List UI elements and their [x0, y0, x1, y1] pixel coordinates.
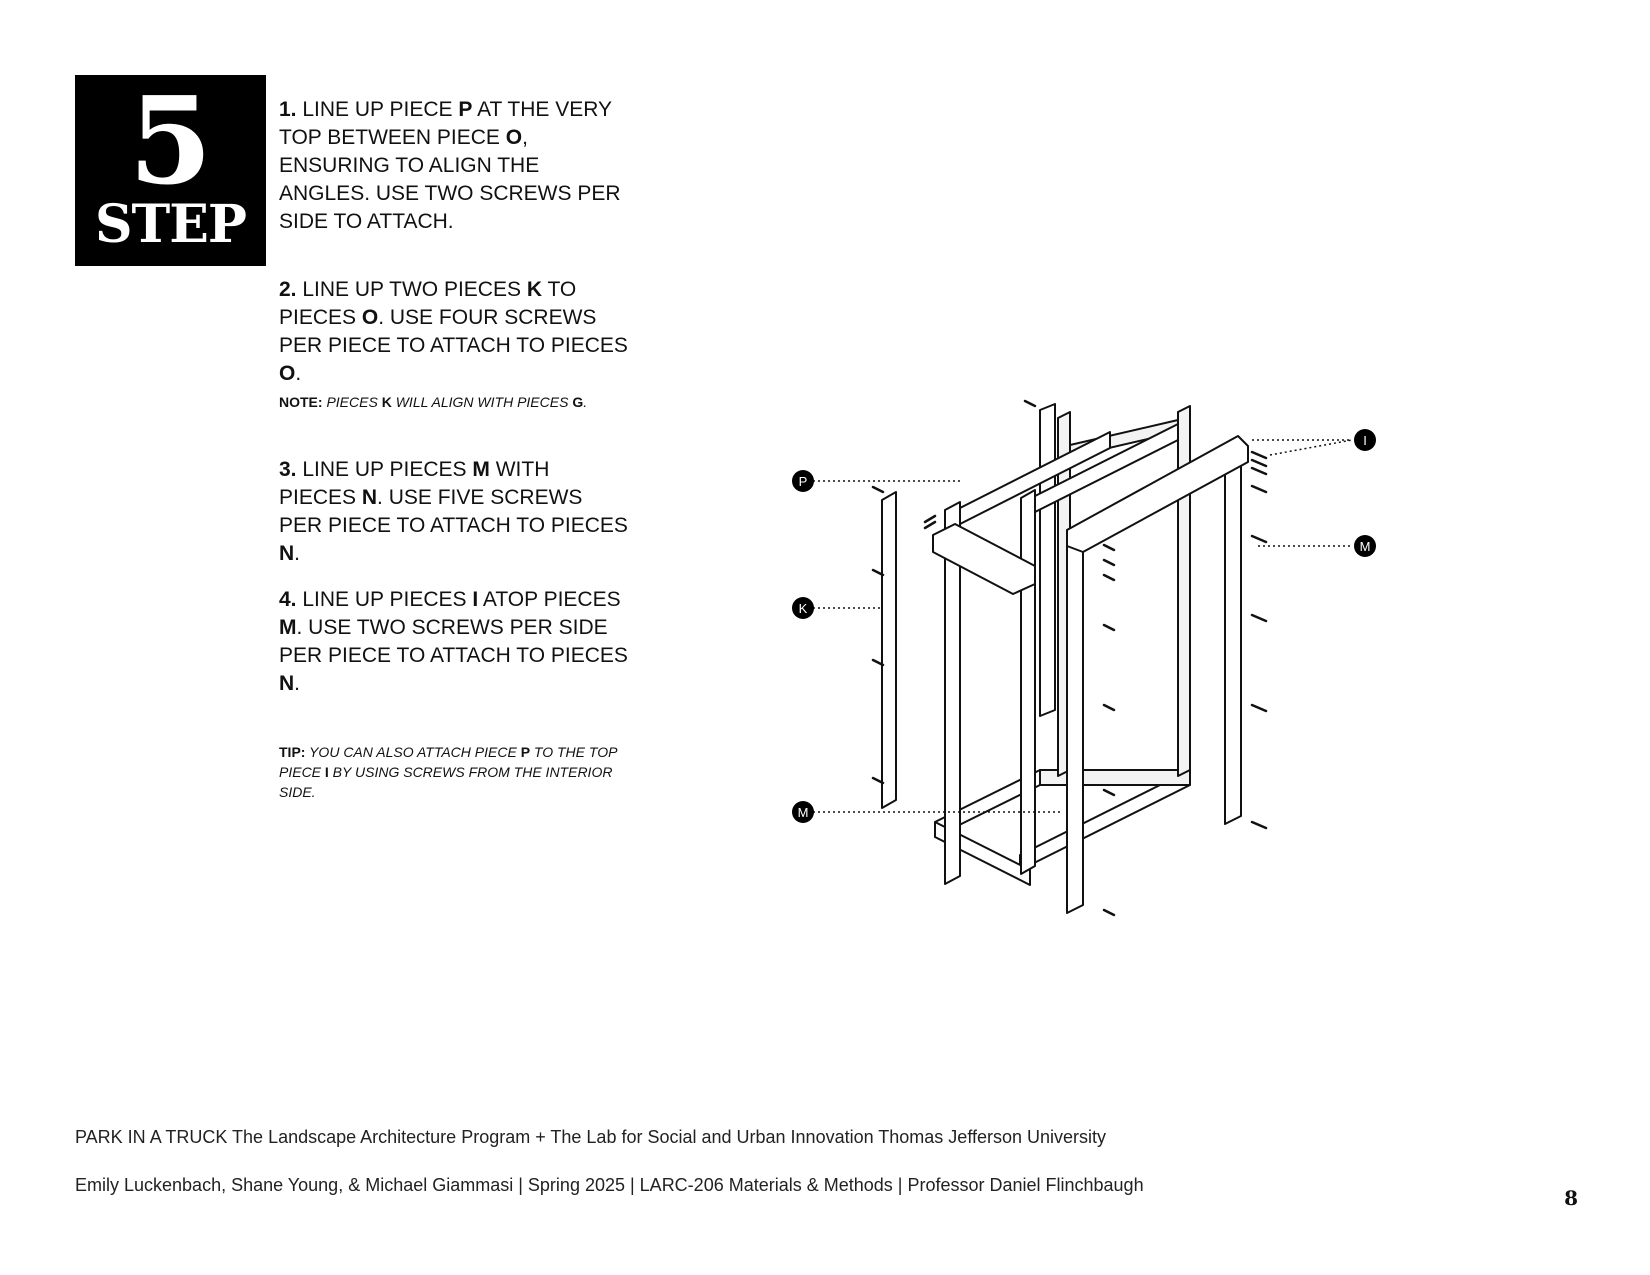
callout-m-right-label: M: [1360, 539, 1371, 554]
note-piece-k: K: [381, 394, 392, 410]
piece-p: [932, 523, 1036, 595]
step-2-text-d: .: [295, 362, 302, 385]
callout-leaders: [813, 439, 1353, 813]
step-4-text-d: .: [294, 672, 301, 695]
note-lead: NOTE:: [279, 394, 323, 410]
screw-marks: [871, 399, 1268, 917]
callout-i-label: I: [1363, 433, 1367, 448]
assembly-diagram: P K M I M: [792, 399, 1376, 917]
piece-n-front: [1066, 521, 1084, 914]
callout-i: I: [1354, 429, 1376, 451]
tip-text: TIP: YOU CAN ALSO ATTACH PIECE P TO THE …: [279, 742, 629, 802]
step-1-text-a: LINE UP PIECE: [302, 98, 459, 121]
page-number: 8: [1564, 1186, 1578, 1210]
step-4-piece-n: N: [279, 672, 295, 695]
footer-line-2: Emily Luckenbach, Shane Young, & Michael…: [75, 1175, 1144, 1195]
step-3-piece-n-2: N: [279, 542, 295, 565]
step-2-piece-k: K: [526, 278, 542, 301]
note-piece-g: G: [572, 394, 584, 410]
step-3-text-b: WITH PIECES: [279, 458, 550, 509]
callout-k-label: K: [799, 601, 808, 616]
callout-k: K: [792, 597, 814, 619]
step-word: STEP: [95, 194, 247, 255]
step-2-number: 2.: [279, 278, 297, 301]
step-1-piece-o: O: [505, 126, 523, 149]
step-4-piece-m: M: [279, 616, 297, 639]
front-post-left: [944, 501, 961, 885]
step-badge: 5 STEP: [75, 75, 266, 266]
note-text-a: PIECES: [322, 394, 382, 410]
step-3-piece-m: M: [472, 458, 490, 481]
footer-line-1: PARK IN A TRUCK The Landscape Architectu…: [75, 1127, 1107, 1147]
piece-i-top: [1066, 435, 1249, 553]
tip-text-c: BY USING SCREWS FROM THE INTERIOR SIDE.: [279, 764, 613, 800]
note-text-c: .: [583, 394, 588, 410]
step-4-text-c: . USE TWO SCREWS PER SIDE PER PIECE TO A…: [279, 616, 628, 667]
callout-m-left: M: [792, 801, 814, 823]
step-2-piece-o-2: O: [279, 362, 296, 385]
step-number: 5: [128, 71, 213, 212]
tip-piece-i: I: [324, 764, 329, 780]
step-2-text-c: . USE FOUR SCREWS PER PIECE TO ATTACH TO…: [279, 306, 628, 357]
step-2-text-b: TO PIECES: [279, 278, 577, 329]
back-post-right: [1177, 405, 1191, 777]
step-3-number: 3.: [279, 458, 297, 481]
instruction-step-2: 2. LINE UP TWO PIECES K TO PIECES O. USE…: [279, 276, 629, 388]
step-4-text-a: LINE UP PIECES: [302, 588, 473, 611]
step-4-number: 4.: [279, 588, 297, 611]
callout-p-label: P: [799, 474, 808, 489]
tip-text-b: TO THE TOP PIECE: [279, 744, 617, 780]
callout-p: P: [792, 470, 814, 492]
note-text: NOTE: PIECES K WILL ALIGN WITH PIECES G.: [279, 392, 629, 412]
piece-k-back: [1039, 403, 1056, 717]
step-3-text-c: . USE FIVE SCREWS PER PIECE TO ATTACH TO…: [279, 486, 628, 537]
note-text-b: WILL ALIGN WITH PIECES: [391, 394, 573, 410]
step-2-piece-o: O: [361, 306, 379, 329]
instruction-step-4: 4. LINE UP PIECES I ATOP PIECES M. USE T…: [279, 586, 629, 698]
step-4-text-b: ATOP PIECES: [478, 588, 621, 611]
step-4-piece-i: I: [472, 588, 479, 611]
instruction-step-3: 3. LINE UP PIECES M WITH PIECES N. USE F…: [279, 456, 629, 568]
callout-m-right: M: [1354, 535, 1376, 557]
tip-text-a: YOU CAN ALSO ATTACH PIECE: [305, 744, 521, 760]
piece-k-left: [881, 491, 897, 809]
step-2-text-a: LINE UP TWO PIECES: [302, 278, 527, 301]
callout-m-left-label: M: [798, 805, 809, 820]
step-3-text-d: .: [294, 542, 301, 565]
step-1-piece-p: P: [458, 98, 473, 121]
step-1-number: 1.: [279, 98, 297, 121]
top-rail-left: [959, 431, 1111, 525]
step-3-text-a: LINE UP PIECES: [302, 458, 473, 481]
step-1-text-b: AT THE VERY TOP BETWEEN PIECE: [279, 98, 612, 149]
tip-lead: TIP:: [279, 744, 306, 760]
instruction-step-1: 1. LINE UP PIECE P AT THE VERY TOP BETWE…: [279, 96, 629, 236]
top-rail-middle: [1034, 423, 1179, 513]
tip-piece-p: P: [520, 744, 531, 760]
step-3-piece-n: N: [361, 486, 378, 509]
piece-m-right: [1224, 463, 1242, 825]
step-1-text-c: , ENSURING TO ALIGN THE ANGLES. USE TWO …: [279, 126, 621, 233]
inner-post-left: [1020, 489, 1036, 875]
